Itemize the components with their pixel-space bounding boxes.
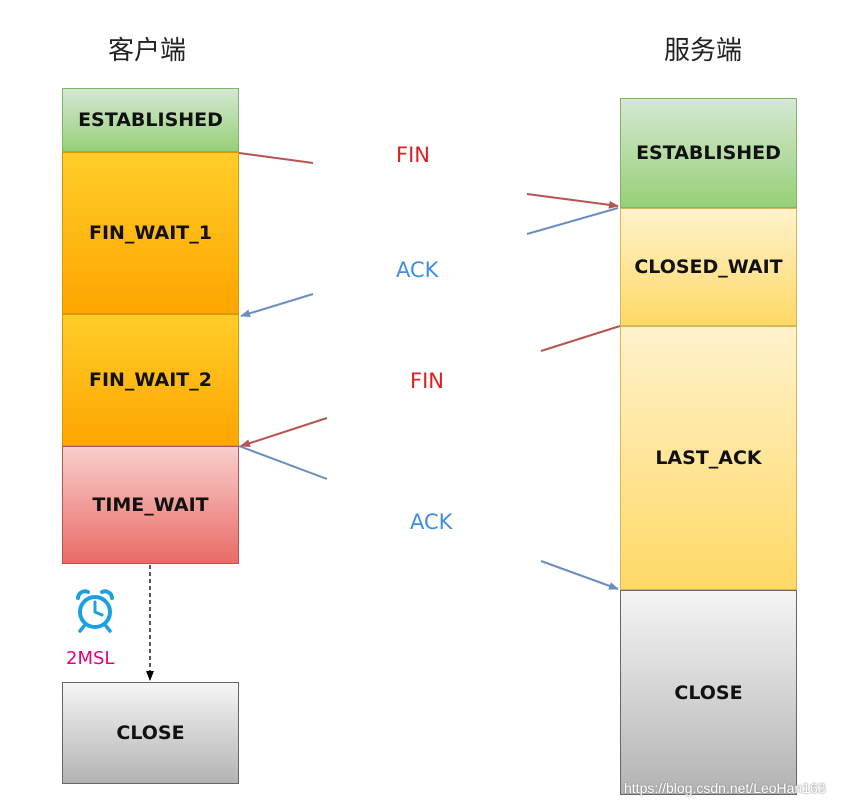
client-state-time-wait: TIME_WAIT xyxy=(62,446,239,564)
client-state-fin-wait-2: FIN_WAIT_2 xyxy=(62,314,239,446)
client-state-established: ESTABLISHED xyxy=(62,88,239,152)
server-state-close: CLOSE xyxy=(620,590,797,795)
fin-arrow-2-end xyxy=(240,417,328,448)
server-state-established: ESTABLISHED xyxy=(620,98,797,208)
fin-arrow-1-start xyxy=(238,152,314,164)
client-state-fin-wait-1: FIN_WAIT_1 xyxy=(62,152,239,314)
watermark: https://blog.csdn.net/LeoHan163 xyxy=(624,780,826,796)
fin-arrow-1-end xyxy=(526,193,619,209)
server-state-last-ack: LAST_ACK xyxy=(620,326,797,590)
fin-label-2: FIN xyxy=(410,369,444,393)
ack-arrow-2-end xyxy=(540,560,619,590)
server-state-closed-wait: CLOSED_WAIT xyxy=(620,208,797,326)
server-title: 服务端 xyxy=(664,36,743,66)
timer-label: 2MSL xyxy=(66,648,115,669)
ack-label-1: ACK xyxy=(396,258,439,282)
fin-arrow-2-start xyxy=(540,325,621,352)
ack-arrow-2-start xyxy=(238,445,328,480)
fin-label-1: FIN xyxy=(396,143,430,167)
ack-label-2: ACK xyxy=(410,510,453,534)
alarm-clock-icon xyxy=(72,588,118,634)
client-title: 客户端 xyxy=(108,36,187,66)
client-state-close: CLOSE xyxy=(62,682,239,784)
ack-arrow-1-end xyxy=(240,293,314,318)
ack-arrow-1-start xyxy=(526,207,619,235)
